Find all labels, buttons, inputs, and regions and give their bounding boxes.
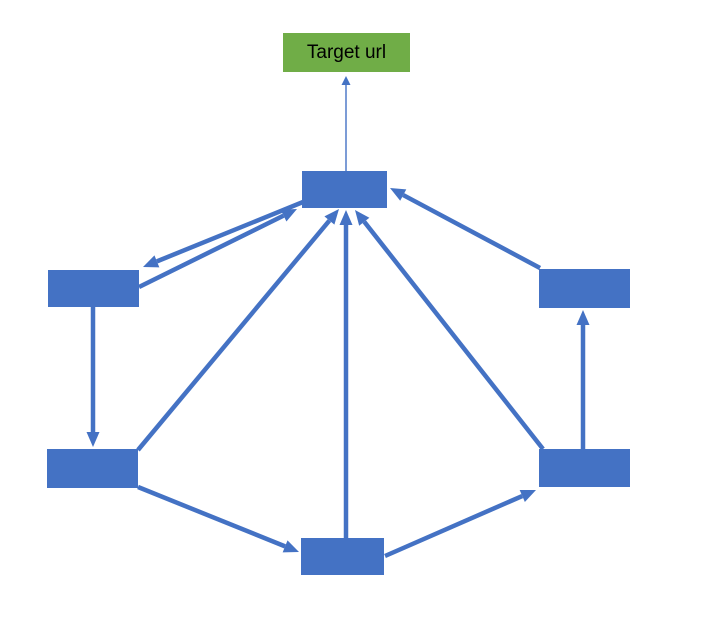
edge-right-to-hub-arrow xyxy=(390,188,542,270)
edge-lower-left-to-hub-arrow xyxy=(136,209,339,452)
edge-bottom-to-lower-right-line xyxy=(384,493,524,559)
node-left xyxy=(48,270,139,307)
edge-bottom-to-lower-right-arrow xyxy=(384,490,536,559)
edge-hub-to-target-arrow xyxy=(341,76,351,171)
edge-lower-left-to-bottom-arrowhead-icon xyxy=(282,540,299,553)
node-target-url: Target url xyxy=(283,33,410,72)
edge-left-to-lower-left-arrow xyxy=(86,307,100,447)
node-lower-left xyxy=(47,449,138,488)
edge-right-to-hub-line xyxy=(402,193,542,270)
edge-lower-left-to-bottom-line xyxy=(137,484,286,549)
edge-hub-to-left-arrowhead-icon xyxy=(143,255,160,268)
edge-right-to-hub-arrowhead-icon xyxy=(390,188,407,201)
node-bottom xyxy=(301,538,384,575)
edge-bottom-to-hub-arrowhead-icon xyxy=(339,210,353,225)
edge-hub-to-left-arrow xyxy=(143,199,304,268)
node-hub xyxy=(302,171,387,208)
edge-hub-to-target-arrowhead-icon xyxy=(341,76,351,85)
edge-bottom-to-lower-right-arrowhead-icon xyxy=(519,490,536,502)
node-right xyxy=(539,269,630,308)
edge-lower-left-to-bottom-arrow xyxy=(137,484,299,553)
node-lower-right xyxy=(539,449,630,487)
edge-left-to-hub-arrow xyxy=(138,209,297,290)
edge-lower-left-to-hub-line xyxy=(136,219,332,452)
edge-lower-left-to-hub-arrowhead-icon xyxy=(324,209,339,225)
edge-lower-right-to-right-arrow xyxy=(576,310,590,449)
edge-hub-to-left-line xyxy=(156,199,304,264)
edge-left-to-hub-arrowhead-icon xyxy=(280,209,297,222)
edge-lower-right-to-right-arrowhead-icon xyxy=(576,310,590,325)
edge-left-to-hub-line xyxy=(138,213,285,290)
edge-lower-right-to-hub-arrowhead-icon xyxy=(355,210,370,226)
edge-lower-right-to-hub-arrow xyxy=(355,210,545,451)
edge-lower-right-to-hub-line xyxy=(362,220,545,451)
edge-bottom-to-hub-arrow xyxy=(339,210,353,538)
node-target-url-label: Target url xyxy=(306,42,387,63)
edge-left-to-lower-left-arrowhead-icon xyxy=(86,432,100,447)
